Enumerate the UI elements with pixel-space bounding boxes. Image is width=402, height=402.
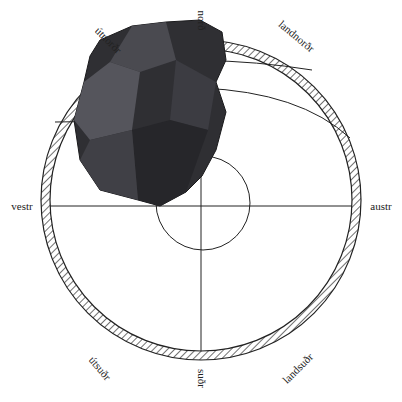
compass-label: norð (195, 10, 206, 30)
compass-label: suðr (195, 369, 206, 388)
east-west-line (50, 206, 352, 207)
disc-fragment (74, 20, 226, 206)
outer-rim (41, 40, 361, 360)
compass-label: vestr (11, 201, 32, 212)
inner-rim (50, 49, 352, 351)
compass-label: austr (370, 201, 391, 212)
